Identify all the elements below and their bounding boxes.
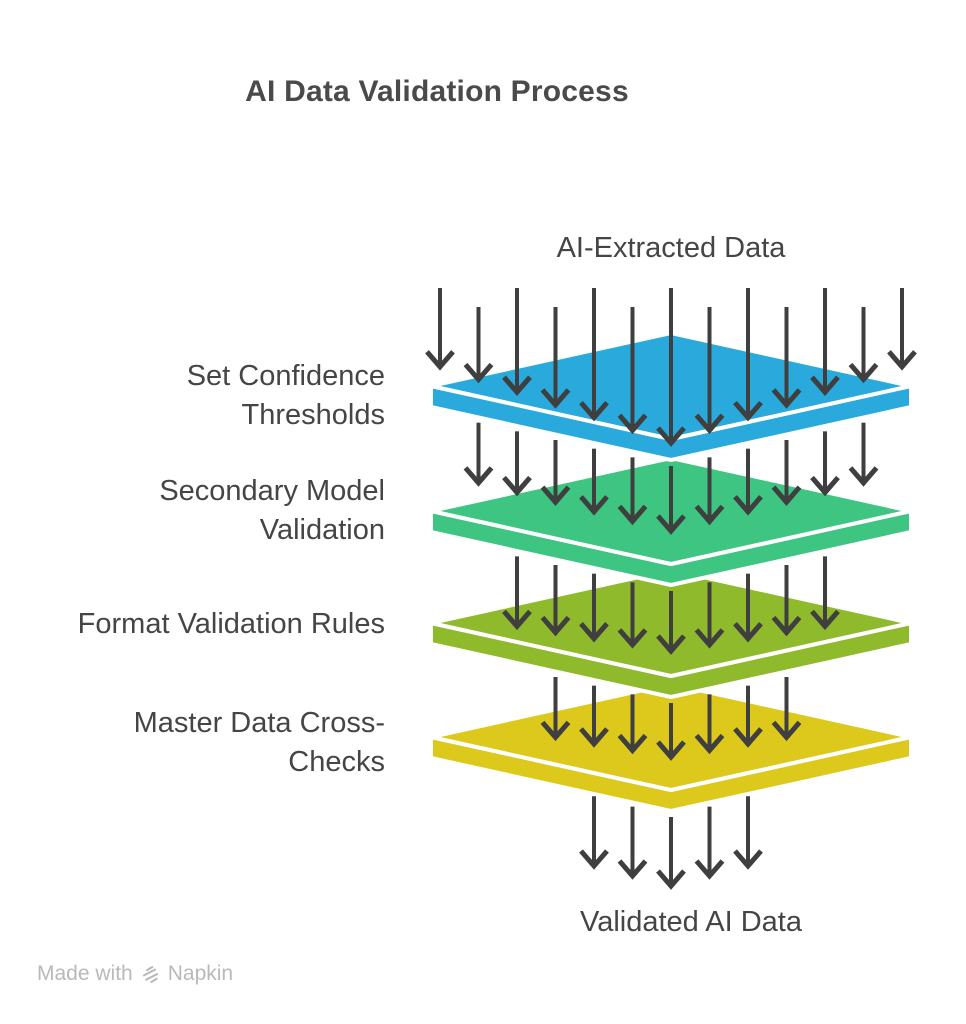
flow-arrowhead-icon — [694, 413, 725, 435]
flow-arrowhead-icon — [810, 609, 840, 631]
flow-arrowhead-icon — [771, 485, 802, 506]
flow-arrowhead-icon — [502, 375, 532, 396]
flow-arrowhead-icon — [617, 859, 648, 880]
flow-arrowhead-icon — [733, 849, 763, 870]
flow-arrowhead-icon — [502, 609, 532, 631]
flow-arrowhead-icon — [771, 388, 802, 409]
napkin-logo-icon — [142, 965, 158, 983]
flow-arrowhead-icon — [810, 475, 840, 497]
flow-arrowhead-icon — [733, 495, 763, 516]
napkin-watermark: Made with Napkin — [37, 962, 233, 986]
flow-arrowhead-icon — [694, 859, 725, 880]
flow-arrowhead-icon — [848, 466, 879, 487]
flow-arrowhead-icon — [540, 615, 571, 637]
flow-arrowhead-icon — [502, 475, 532, 497]
input-data-label: AI-Extracted Data — [556, 232, 786, 264]
stage-label-format-validation-rules: Format Validation Rules — [77, 608, 385, 640]
flow-arrowhead-icon — [540, 388, 571, 409]
diagram-title: AI Data Validation Process — [245, 75, 629, 108]
flow-arrowhead-icon — [656, 514, 686, 535]
flow-arrowhead-icon — [579, 849, 609, 870]
flow-arrowhead-icon — [617, 628, 648, 649]
stage-label-secondary-model-validation: Secondary Model Validation — [159, 475, 385, 546]
flow-arrowhead-icon — [579, 727, 609, 748]
flow-arrowhead-icon — [733, 400, 763, 422]
flow-arrowhead-icon — [694, 504, 725, 526]
flow-arrowhead-icon — [617, 733, 648, 755]
flow-arrowhead-icon — [656, 740, 686, 761]
flow-arrowhead-icon — [810, 375, 840, 396]
flow-arrowhead-icon — [425, 350, 455, 371]
flow-arrowhead-icon — [656, 869, 686, 890]
flow-arrowhead-icon — [694, 733, 725, 755]
watermark-brand: Napkin — [167, 962, 234, 985]
flow-arrowhead-icon — [617, 413, 648, 435]
flow-arrowhead-icon — [733, 727, 763, 748]
flow-arrowhead-icon — [463, 362, 494, 384]
stage-label-master-data-cross-checks: Master Data Cross- Checks — [133, 707, 385, 778]
flow-arrowhead-icon — [771, 615, 802, 637]
flow-arrowhead-icon — [887, 350, 917, 371]
flow-arrowhead-icon — [463, 466, 494, 487]
stage-label-set-confidence-thresholds: Set Confidence Thresholds — [186, 360, 385, 431]
flow-arrowhead-icon — [617, 504, 648, 526]
flow-arrowhead-icon — [579, 622, 609, 643]
flow-arrowhead-icon — [656, 426, 686, 447]
flow-arrowhead-icon — [694, 628, 725, 649]
flow-arrowhead-icon — [579, 495, 609, 516]
watermark-text: Made with — [37, 962, 133, 985]
flow-arrowhead-icon — [733, 622, 763, 643]
flow-arrowhead-icon — [540, 720, 571, 742]
flow-arrowhead-icon — [656, 634, 686, 655]
flow-arrowhead-icon — [540, 485, 571, 506]
flow-arrowhead-icon — [771, 720, 802, 742]
flow-arrowhead-icon — [579, 400, 609, 422]
output-data-label: Validated AI Data — [580, 906, 802, 938]
flow-arrowhead-icon — [848, 362, 879, 384]
